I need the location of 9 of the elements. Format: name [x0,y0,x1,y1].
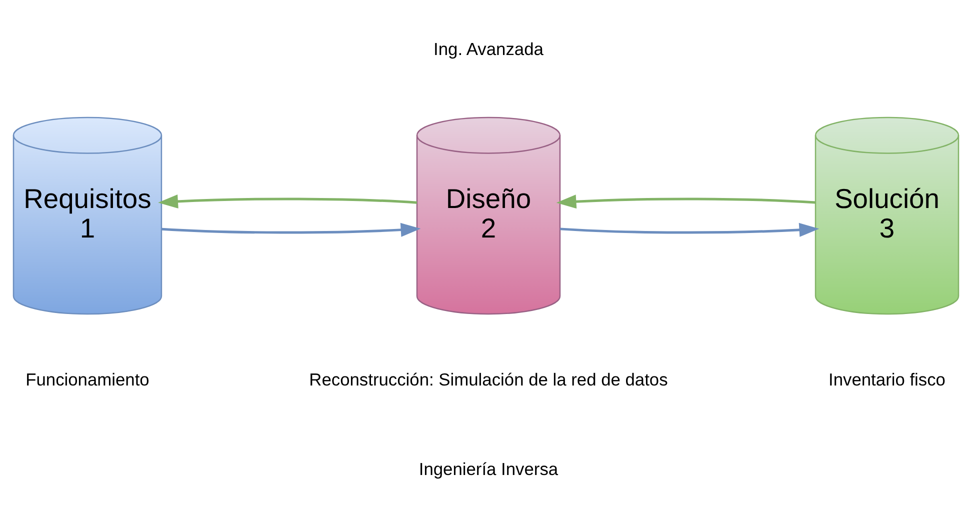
label: Inventario fisco [828,369,946,390]
arrow [162,222,421,236]
arrow [556,194,816,208]
arrow [158,194,418,208]
label: Ing. Avanzada [434,38,544,58]
label: Reconstrucción: Simulación de la red de datos [309,369,668,390]
label: Ingeniería Inversa [418,458,558,479]
arrow [560,222,820,236]
label: Funcionamiento [26,369,150,390]
